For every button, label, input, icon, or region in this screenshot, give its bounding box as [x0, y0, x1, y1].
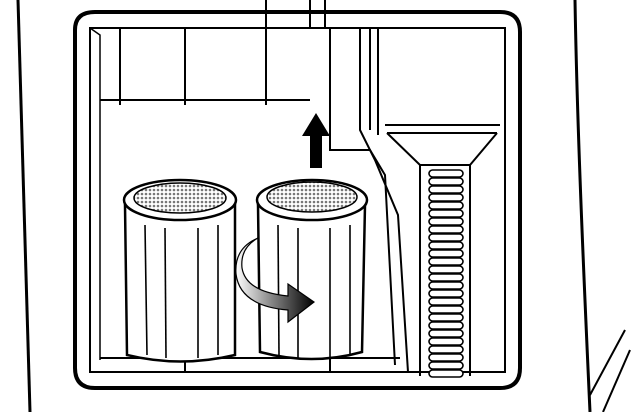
auger-coil-segment — [428, 257, 464, 266]
auger-coil-segment — [428, 249, 464, 258]
dispenser-cavity — [73, 10, 522, 390]
auger-coil-segment — [428, 225, 464, 234]
auger-coil-segment — [428, 337, 464, 346]
auger-coil-segment — [428, 273, 464, 282]
auger-coil-segment — [428, 241, 464, 250]
auger-coil-segment — [428, 361, 464, 370]
auger-coil — [428, 169, 464, 378]
back-wall-ribs — [100, 0, 310, 105]
right-filter-cartridge — [255, 178, 369, 361]
rotate-clockwise-icon — [235, 237, 316, 324]
auger-coil-segment — [428, 201, 464, 210]
divider-channel — [309, 0, 409, 373]
appliance-housing — [16, 0, 631, 412]
floor-rail — [100, 357, 400, 372]
auger-coil-segment — [428, 297, 464, 306]
auger-coil-segment — [428, 345, 464, 354]
auger-coil-segment — [428, 369, 464, 378]
ice-auger — [385, 124, 500, 376]
auger-coil-segment — [428, 353, 464, 362]
arrow-up-icon — [302, 113, 330, 168]
auger-coil-segment — [428, 233, 464, 242]
auger-coil-segment — [428, 185, 464, 194]
auger-coil-segment — [428, 281, 464, 290]
auger-coil-segment — [428, 313, 464, 322]
auger-coil-segment — [428, 217, 464, 226]
auger-coil-segment — [428, 169, 464, 178]
auger-coil-segment — [428, 289, 464, 298]
auger-coil-segment — [428, 305, 464, 314]
auger-coil-segment — [428, 329, 464, 338]
auger-coil-segment — [428, 209, 464, 218]
auger-coil-segment — [428, 177, 464, 186]
auger-coil-segment — [428, 321, 464, 330]
auger-coil-segment — [428, 193, 464, 202]
left-filter-cartridge — [122, 178, 238, 363]
auger-coil-segment — [428, 265, 464, 274]
